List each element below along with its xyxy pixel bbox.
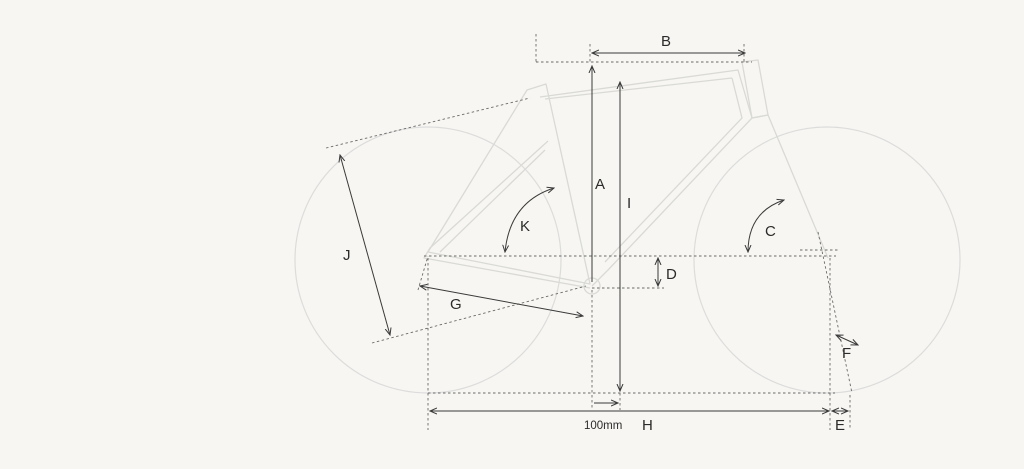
- label-f: F: [842, 345, 851, 362]
- label-e: E: [835, 417, 845, 434]
- label-i: I: [627, 195, 631, 212]
- label-100mm: 100mm: [584, 420, 622, 432]
- front-wheel: [693, 126, 961, 394]
- label-c: C: [765, 223, 776, 240]
- dimension-lines: [340, 53, 858, 411]
- dim-g-line: [420, 286, 583, 316]
- dim-j-line: [340, 155, 390, 335]
- label-d: D: [666, 266, 677, 283]
- bike-frame: [423, 59, 829, 295]
- angle-c-arc: [748, 200, 784, 252]
- dim-f-line: [836, 335, 858, 345]
- angle-k-arc: [505, 188, 554, 252]
- label-b: B: [661, 33, 671, 50]
- label-a: A: [595, 176, 605, 193]
- label-j: J: [343, 247, 351, 264]
- label-g: G: [450, 296, 462, 313]
- label-k: K: [520, 218, 530, 235]
- label-h: H: [642, 417, 653, 434]
